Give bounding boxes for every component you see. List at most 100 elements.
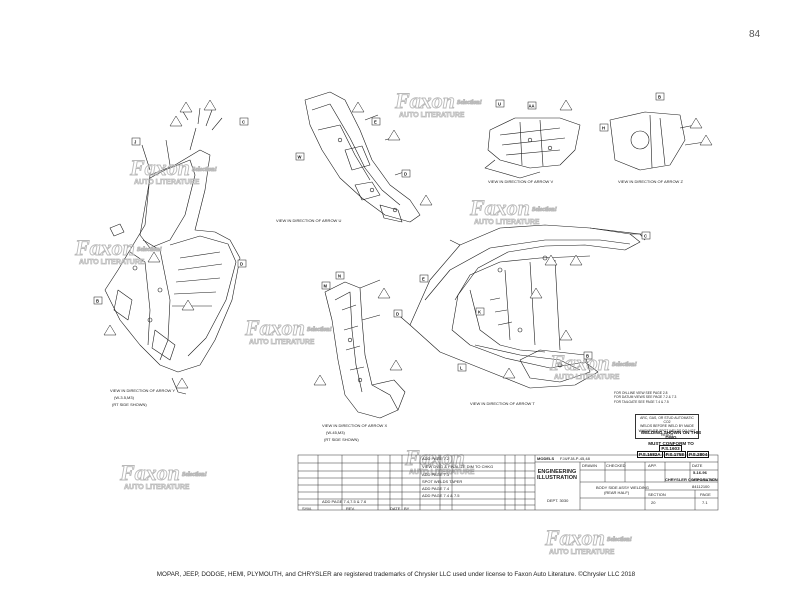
description-line-2: (REAR HALF) <box>604 490 630 495</box>
description-line-1: BODY SIDE ASSY WELDING <box>596 485 649 490</box>
welding-std-4: P.S.2804 <box>686 450 710 458</box>
welding-line-2: MUST CONFORM TO P.S.1603 <box>648 440 694 453</box>
callout-labels: J C D B E W D U AA H B N M E D C B L K <box>93 92 713 389</box>
callout-j: J <box>134 140 137 145</box>
svg-text:Faxon: Faxon <box>394 88 455 113</box>
svg-text:Faxon: Faxon <box>74 235 135 260</box>
callout-b3: B <box>586 354 589 359</box>
watermarks: Faxon AUTO LITERATURE Selection! Faxon A… <box>74 88 638 557</box>
callout-c: C <box>242 120 245 125</box>
callout-k: K <box>478 310 481 315</box>
svg-text:Faxon: Faxon <box>549 350 610 375</box>
revision-4: SPOT WELDS TAPER <box>422 479 463 484</box>
callout-b2: B <box>658 95 661 100</box>
view-subtitle-arrow-y: (W-3.5,M3) <box>114 395 135 400</box>
note-line: FOR ON-LINE VIEW SEE PAGE 2.8 <box>614 391 668 395</box>
watermark-8: Faxon AUTO LITERATURE Selection! <box>544 525 633 557</box>
watermark-1: Faxon AUTO LITERATURE Selection! <box>129 155 218 187</box>
view-titles: VIEW IN DIRECTION OF ARROW Y (W-3.5,M3) … <box>110 179 683 442</box>
svg-text:Selection!: Selection! <box>137 247 162 253</box>
part-view-arrow-z <box>609 111 706 171</box>
callout-aa: AA <box>529 104 535 109</box>
revision-2: VIEW DWG & FINALIZE DIM TO CHKG <box>422 464 494 469</box>
view-title-arrow-t: VIEW IN DIRECTION OF ARROW T <box>470 401 535 406</box>
svg-text:Faxon: Faxon <box>544 525 605 550</box>
revision-6: ADD PAGE 7.4 & 7.5 <box>422 493 460 498</box>
svg-text:AUTO LITERATURE: AUTO LITERATURE <box>79 259 145 266</box>
svg-text:Selection!: Selection! <box>612 362 637 368</box>
callout-n: N <box>338 274 341 279</box>
callout-h: H <box>602 126 605 131</box>
svg-text:Selection!: Selection! <box>192 167 217 173</box>
manual-value: 84112100 <box>692 484 710 489</box>
note-line: FOR DATUM VIEWS SEE PAGE 7.2 & 7.3 <box>614 395 677 400</box>
watermark-2: Faxon AUTO LITERATURE Selection! <box>74 235 163 267</box>
page-number: 84 <box>749 29 761 40</box>
title-block-grid <box>297 454 719 511</box>
svg-text:AUTO LITERATURE: AUTO LITERATURE <box>124 484 190 491</box>
section-label: SECTION <box>648 492 666 497</box>
callout-u: U <box>498 102 501 107</box>
date-value: 5-16-96 <box>693 470 707 475</box>
watermark-6: Faxon AUTO LITERATURE Selection! <box>549 350 638 382</box>
view-title-arrow-z: VIEW IN DIRECTION OF ARROW Z <box>618 179 683 184</box>
welding-std-2: P.S.1682A <box>637 450 663 458</box>
callout-w: W <box>298 155 302 160</box>
view-side-arrow-y: (RT SIDE SHOWN) <box>112 402 147 407</box>
svg-text:AUTO LITERATURE: AUTO LITERATURE <box>554 374 620 381</box>
callout-e2: E <box>422 277 425 282</box>
svg-text:Selection!: Selection! <box>607 537 632 543</box>
view-title-arrow-x: VIEW IN DIRECTION OF ARROW X <box>322 423 387 428</box>
welding-std-3: P.S.1758 <box>663 450 686 458</box>
watermark-4: Faxon AUTO LITERATURE Selection! <box>394 88 483 120</box>
svg-text:Faxon: Faxon <box>404 445 465 470</box>
svg-text:Faxon: Faxon <box>119 460 180 485</box>
svg-text:Selection!: Selection! <box>457 100 482 106</box>
callout-d3: D <box>396 312 399 317</box>
svg-text:Selection!: Selection! <box>182 472 207 478</box>
checked-label: CHECKED <box>606 463 626 468</box>
callout-e: E <box>374 120 377 125</box>
callout-d: D <box>240 262 243 267</box>
watermark-9: Faxon AUTO LITERATURE <box>404 445 476 477</box>
company-name: CHRYSLER CORPORATION <box>665 477 718 482</box>
title-block: ADD PAGE 7.2 VIEW DWG & FINALIZE DIM TO … <box>298 455 718 511</box>
page-label: PAGE <box>700 492 711 497</box>
date-label: DATE <box>692 463 703 468</box>
part-view-arrow-v <box>484 117 581 179</box>
callout-d2: D <box>404 172 407 177</box>
revision-bottom: ADD PAGE 7.4,7.5 & 7.6 <box>322 499 367 504</box>
part-view-arrow-x <box>324 279 406 419</box>
models-value: FJ4/FJ8-P-45,48 <box>560 456 590 461</box>
svg-text:Selection!: Selection! <box>532 207 557 213</box>
col-by: BY <box>404 506 410 511</box>
arc-weld-note: ARC, GAS, OR STUD AUTOMATIC CO2 WELDS BE… <box>635 414 699 440</box>
callout-b: B <box>96 299 99 304</box>
view-title-arrow-u: VIEW IN DIRECTION OF ARROW U <box>276 218 341 223</box>
col-sym: SYM. <box>302 506 312 511</box>
welding-standards: WELDING SHOWN ON THIS DWG MUST CONFORM T… <box>637 430 710 458</box>
svg-text:AUTO LITERATURE: AUTO LITERATURE <box>399 112 465 119</box>
svg-text:Faxon: Faxon <box>244 315 305 340</box>
revision-3: ADD PAGE 7.3 <box>422 472 450 477</box>
view-title-arrow-y: VIEW IN DIRECTION OF ARROW Y <box>110 388 175 393</box>
welding-line-1: WELDING SHOWN ON THIS DWG <box>640 430 702 441</box>
welding-std-1: P.S.1603 <box>659 445 682 453</box>
part-view-arrow-u <box>304 91 421 223</box>
revision-1: ADD PAGE 7.2 <box>422 456 450 461</box>
revision-5: ADD PAGE 7.4 <box>422 486 450 491</box>
note-line: FOR TAILGATE SEE PAGE 7.4 & 7.5 <box>614 399 669 404</box>
svg-text:Faxon: Faxon <box>129 155 190 180</box>
svg-text:Faxon: Faxon <box>469 195 530 220</box>
dept: DEPT. 3030 <box>547 498 569 503</box>
models-label: MODELS <box>537 456 555 461</box>
section-value: 20 <box>651 500 656 505</box>
engineering-illustration-heading: ENGINEERING ILLUSTRATION <box>537 469 577 481</box>
callout-c2: C <box>644 234 647 239</box>
view-subtitle-arrow-x: (W-45,M3) <box>326 430 345 435</box>
callout-m: M <box>324 284 328 289</box>
col-rev: REV. <box>346 506 355 511</box>
view-side-arrow-x: (RT SIDE SHOWN) <box>324 437 359 442</box>
svg-text:AUTO LITERATURE: AUTO LITERATURE <box>249 339 315 346</box>
view-title-arrow-v: VIEW IN DIRECTION OF ARROW V <box>488 179 553 184</box>
